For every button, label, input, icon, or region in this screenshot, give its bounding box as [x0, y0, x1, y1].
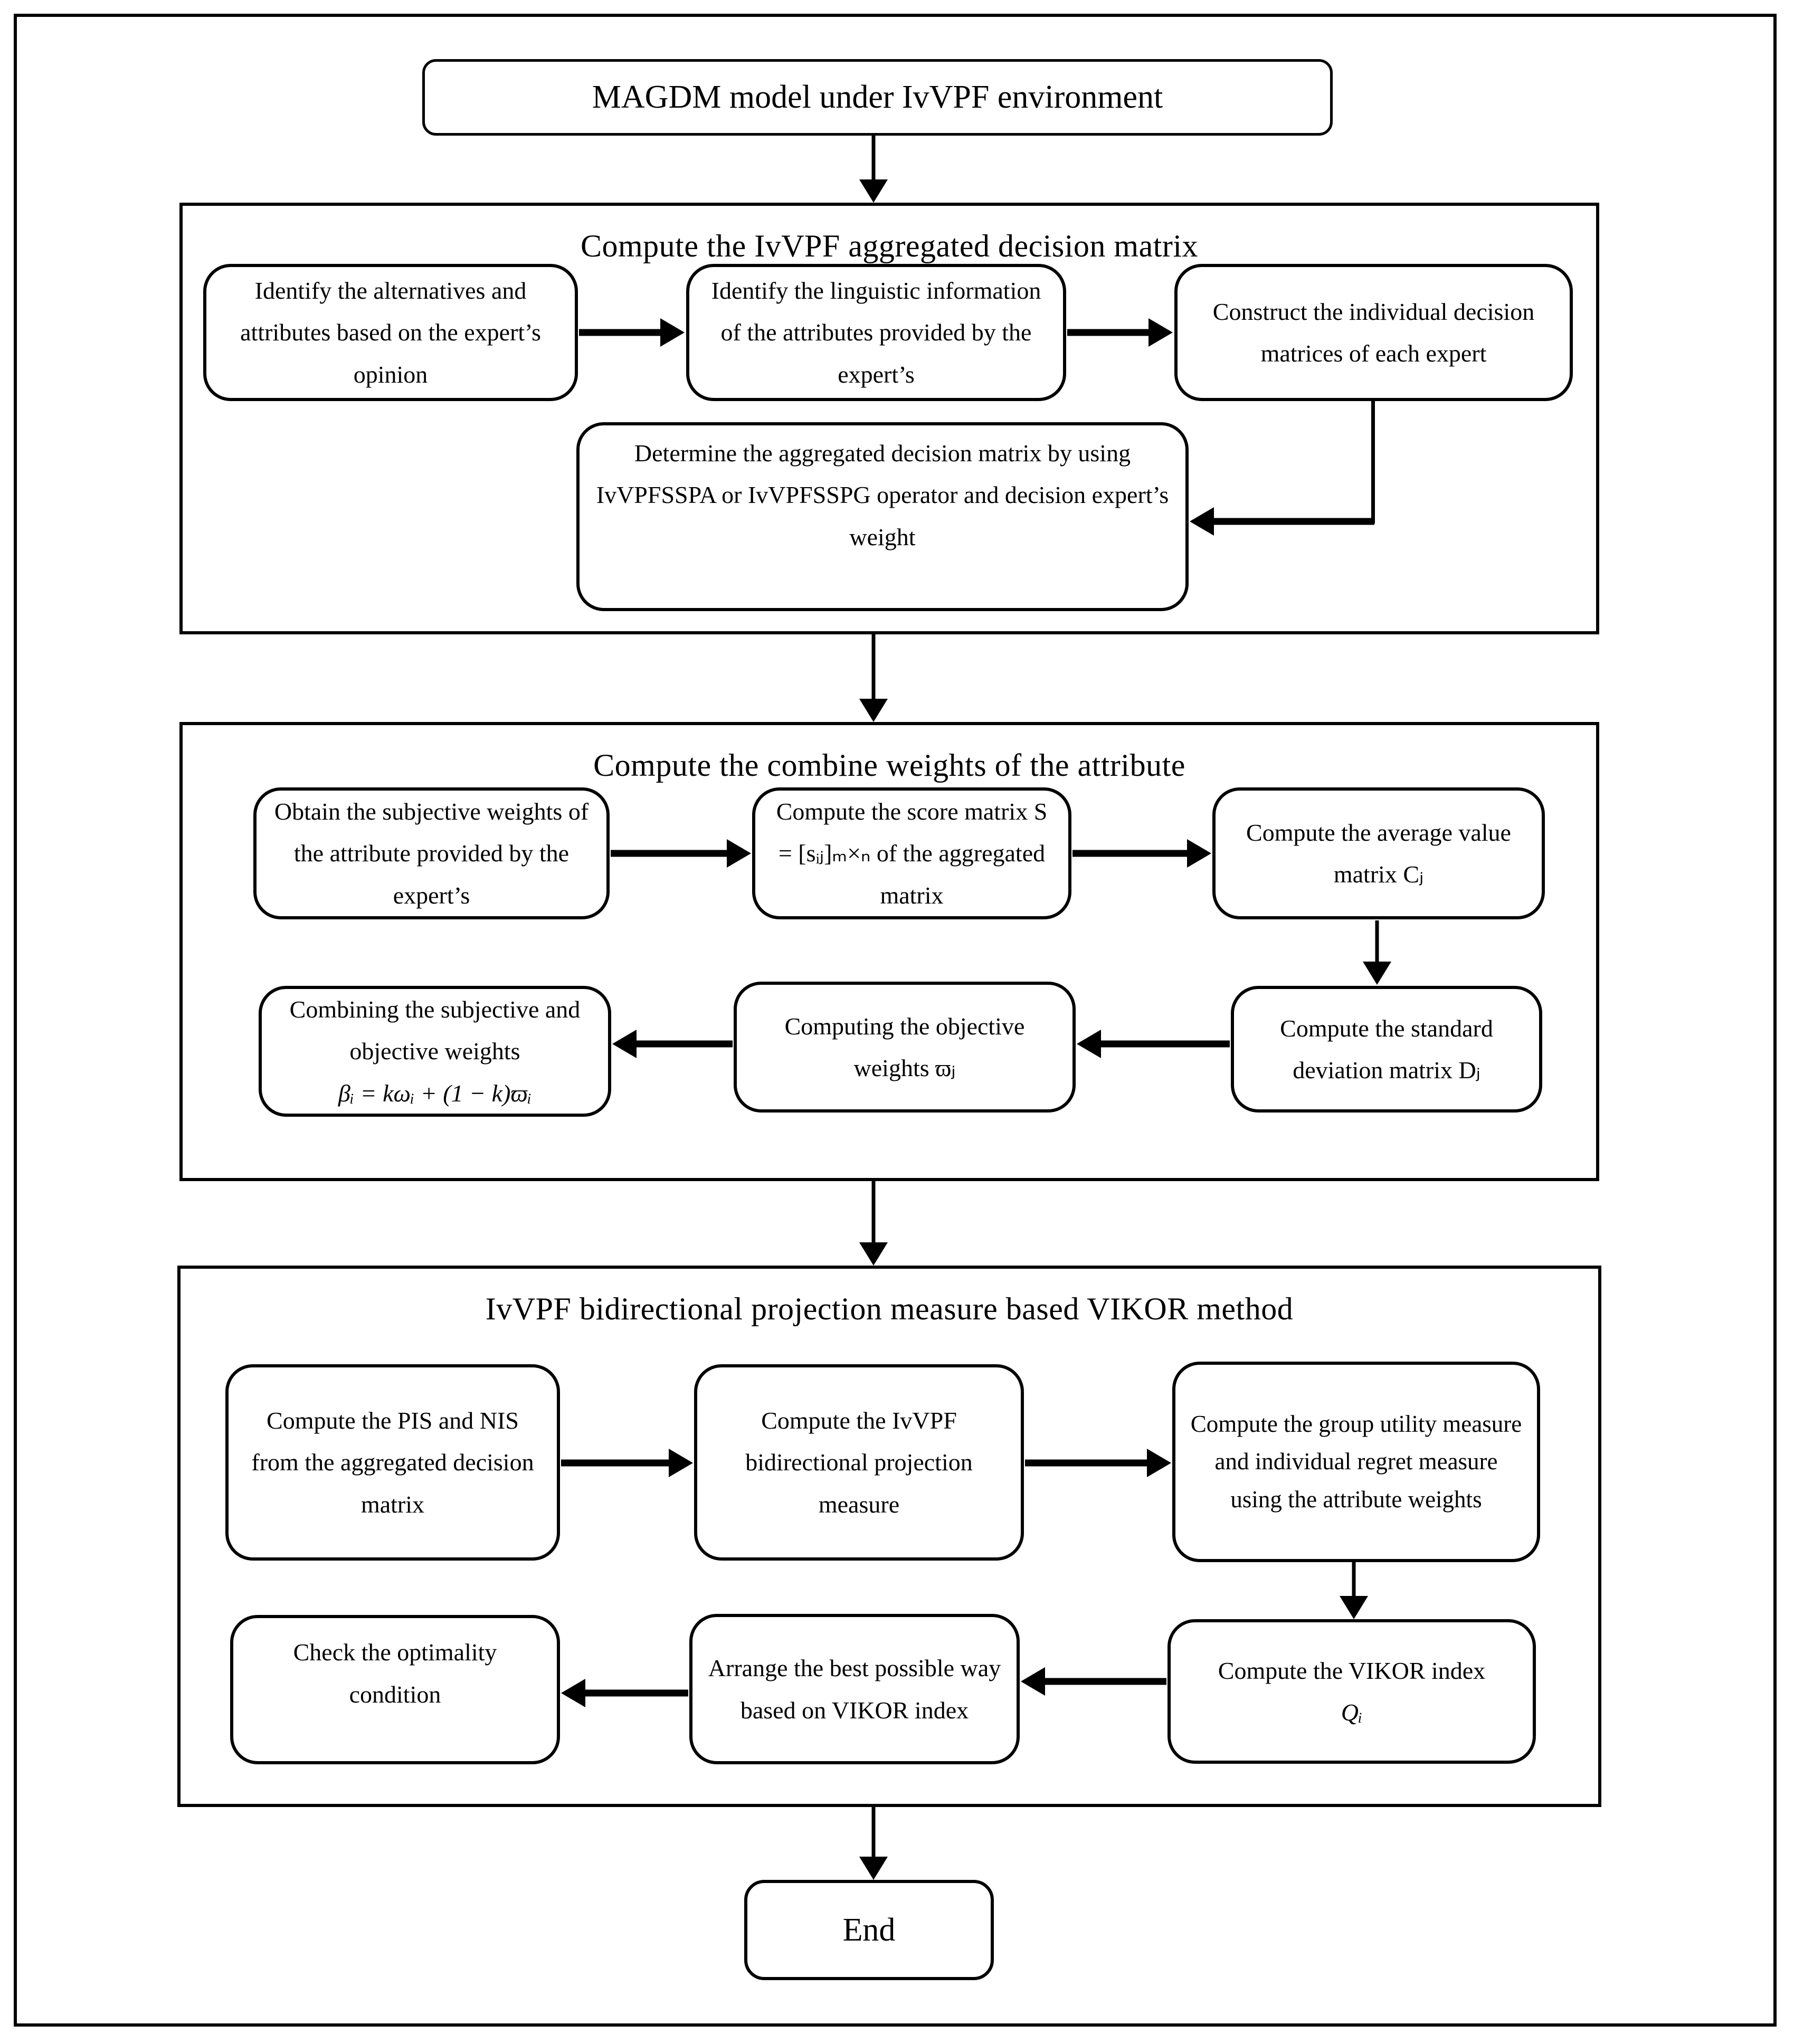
right-arrow-icon: [1072, 839, 1211, 868]
step-std-deviation: Compute the standard deviation matrix Dⱼ: [1231, 986, 1542, 1113]
step-construct-matrices: Construct the individual decision matric…: [1174, 264, 1573, 401]
step-label: Determine the aggregated decision matrix…: [596, 440, 1169, 550]
end-node: End: [744, 1880, 994, 1980]
start-node-label: MAGDM model under IvVPF environment: [592, 79, 1163, 116]
left-arrow-icon: [1021, 1667, 1166, 1696]
step-combine-weights: Combining the subjective and objective w…: [259, 986, 611, 1117]
section-header: Compute the IvVPF aggregated decision ma…: [580, 229, 1199, 263]
down-arrow-icon: [1363, 920, 1391, 985]
section-header: Compute the combine weights of the attri…: [593, 748, 1185, 783]
step-subjective-weights: Obtain the subjective weights of the att…: [253, 787, 610, 919]
step-score-matrix: Compute the score matrix S = [sᵢⱼ]ₘ×ₙ of…: [752, 787, 1071, 919]
right-arrow-icon: [1025, 1449, 1171, 1477]
down-arrow-icon: [859, 634, 888, 722]
right-arrow-icon: [611, 839, 751, 868]
left-arrow-icon: [1077, 1030, 1230, 1058]
step-label: Identify the alternatives and attributes…: [240, 277, 541, 388]
right-arrow-icon: [1067, 318, 1173, 347]
left-arrow-icon: [1190, 507, 1374, 536]
step-label: Combining the subjective and objective w…: [289, 996, 581, 1065]
step-label: Construct the individual decision matric…: [1212, 298, 1535, 367]
section-header: IvVPF bidirectional projection measure b…: [485, 1291, 1294, 1326]
right-arrow-icon: [561, 1449, 693, 1477]
step-objective-weights: Computing the objective weights ϖⱼ: [734, 982, 1076, 1113]
step-group-utility: Compute the group utility measure and in…: [1172, 1362, 1540, 1562]
step-average-matrix: Compute the average value matrix Cⱼ: [1212, 787, 1545, 919]
start-node: MAGDM model under IvVPF environment: [422, 59, 1333, 136]
step-check-optimality: Check the optimality condition: [230, 1615, 560, 1764]
step-label: Compute the VIKOR index: [1218, 1657, 1486, 1684]
step-label: Identify the linguistic information of t…: [711, 277, 1041, 388]
step-identify-alternatives: Identify the alternatives and attributes…: [203, 264, 578, 401]
step-label: Computing the objective weights ϖⱼ: [784, 1012, 1025, 1081]
step-label: Arrange the best possible way based on V…: [708, 1655, 1001, 1724]
step-label: Obtain the subjective weights of the att…: [274, 798, 589, 909]
step-pis-nis: Compute the PIS and NIS from the aggrega…: [225, 1364, 560, 1561]
combine-weights-formula: βᵢ = kωᵢ + (1 − k)ϖᵢ: [338, 1079, 532, 1107]
step-bidirectional-projection: Compute the IvVPF bidirectional projecti…: [694, 1364, 1024, 1561]
step-label: Compute the group utility measure and in…: [1190, 1411, 1522, 1513]
left-arrow-icon: [612, 1030, 733, 1058]
step-label: Compute the score matrix S = [sᵢⱼ]ₘ×ₙ of…: [776, 798, 1048, 909]
down-arrow-icon: [859, 1181, 888, 1266]
step-label: Check the optimality condition: [293, 1639, 497, 1708]
left-arrow-icon: [561, 1679, 688, 1707]
down-arrow-icon: [859, 1807, 888, 1880]
step-determine-aggregated: Determine the aggregated decision matrix…: [576, 422, 1189, 611]
step-identify-linguistic: Identify the linguistic information of t…: [686, 264, 1066, 401]
step-arrange-ranking: Arrange the best possible way based on V…: [689, 1614, 1020, 1764]
step-label: Compute the IvVPF bidirectional projecti…: [745, 1407, 973, 1518]
step-label: Compute the standard deviation matrix Dⱼ: [1280, 1014, 1493, 1083]
down-arrow-icon: [859, 136, 888, 203]
step-label: Compute the average value matrix Cⱼ: [1246, 819, 1511, 888]
end-node-label: End: [842, 1912, 896, 1948]
elbow-connector: [1371, 401, 1375, 524]
down-arrow-icon: [1340, 1562, 1368, 1619]
vikor-index-formula: Qᵢ: [1341, 1699, 1363, 1726]
step-label: Compute the PIS and NIS from the aggrega…: [251, 1407, 534, 1518]
step-vikor-index: Compute the VIKOR index Qᵢ: [1167, 1619, 1536, 1764]
outer-border: [14, 14, 1777, 2027]
right-arrow-icon: [579, 318, 685, 347]
